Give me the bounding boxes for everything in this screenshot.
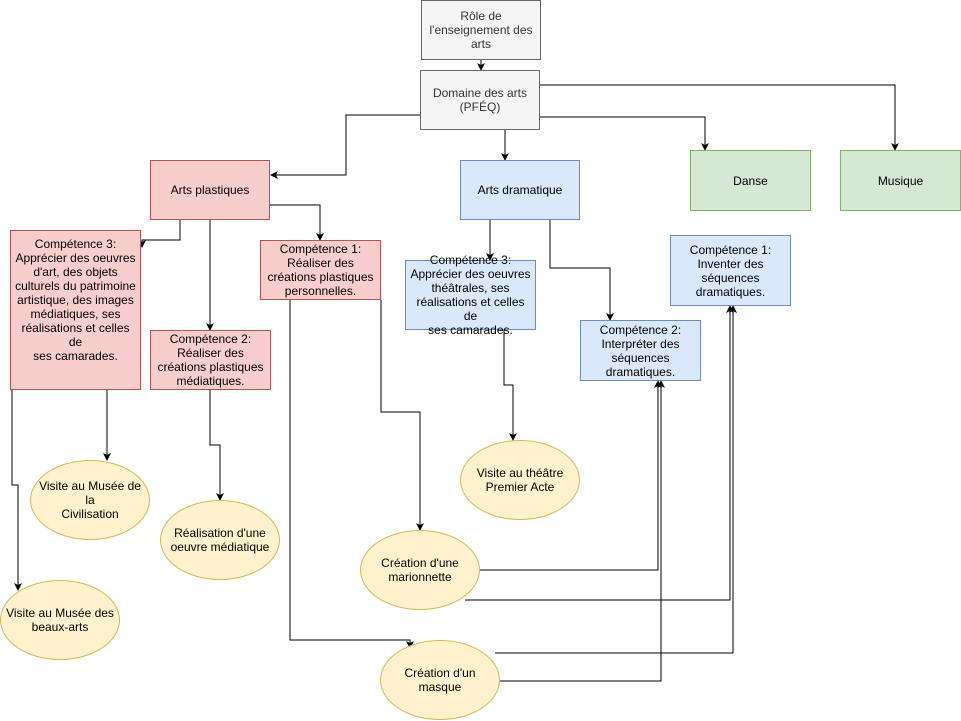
node-danse[interactable]: Danse	[690, 150, 811, 211]
node-domaine-arts[interactable]: Domaine des arts (PFÉQ)	[420, 70, 540, 130]
edge-comp2-realisation	[209, 390, 224, 501]
edge-ap-comp1	[270, 204, 324, 241]
edge-ap-comp3	[138, 220, 181, 248]
node-creation-marionnette[interactable]: Création d'une marionnette	[360, 530, 480, 610]
edge-comp3-musee-ba	[11, 390, 22, 591]
edge-comp1-marionnette	[380, 300, 424, 531]
node-visite-theatre[interactable]: Visite au théâtre Premier Acte	[460, 440, 580, 520]
edge-adcomp3-theatre	[503, 330, 517, 441]
node-visite-musee-beaux-arts[interactable]: Visite au Musée des beaux-arts	[0, 580, 120, 660]
edge-domaine-danse	[540, 116, 709, 151]
node-ap-competence-3[interactable]: Compétence 3: Apprécier des oeuvres d'ar…	[10, 230, 141, 390]
edge-marionnette-comp1	[465, 305, 734, 601]
edge-masque-comp2	[500, 380, 665, 682]
node-visite-musee-civilisation[interactable]: Visite au Musée de la Civilisation	[30, 460, 150, 540]
edge-marionnette-comp2	[480, 380, 662, 571]
node-musique[interactable]: Musique	[840, 150, 961, 211]
node-ap-competence-1[interactable]: Compétence 1: Réaliser des créations pla…	[260, 240, 381, 300]
node-role-enseignement[interactable]: Rôle de l'enseignement des arts	[421, 0, 541, 60]
node-arts-plastiques[interactable]: Arts plastiques	[150, 160, 270, 220]
edge-masque-comp1	[495, 305, 737, 654]
edge-ad-comp2	[549, 220, 614, 321]
node-ad-competence-1[interactable]: Compétence 1: Inventer des séquences dra…	[670, 235, 791, 306]
edge-domaine-musique	[540, 84, 899, 151]
node-ad-competence-3[interactable]: Compétence 3: Apprécier des oeuvres théâ…	[405, 253, 536, 337]
edge-domaine-arts-plastiques	[270, 114, 420, 179]
node-arts-dramatique[interactable]: Arts dramatique	[460, 160, 580, 220]
node-ad-competence-2[interactable]: Compétence 2: Interpréter des séquences …	[580, 320, 701, 381]
node-creation-masque[interactable]: Création d'un masque	[380, 640, 500, 720]
node-realisation-oeuvre[interactable]: Réalisation d'une oeuvre médiatique	[160, 500, 280, 580]
node-ap-competence-2[interactable]: Compétence 2: Réaliser des créations pla…	[150, 330, 271, 390]
